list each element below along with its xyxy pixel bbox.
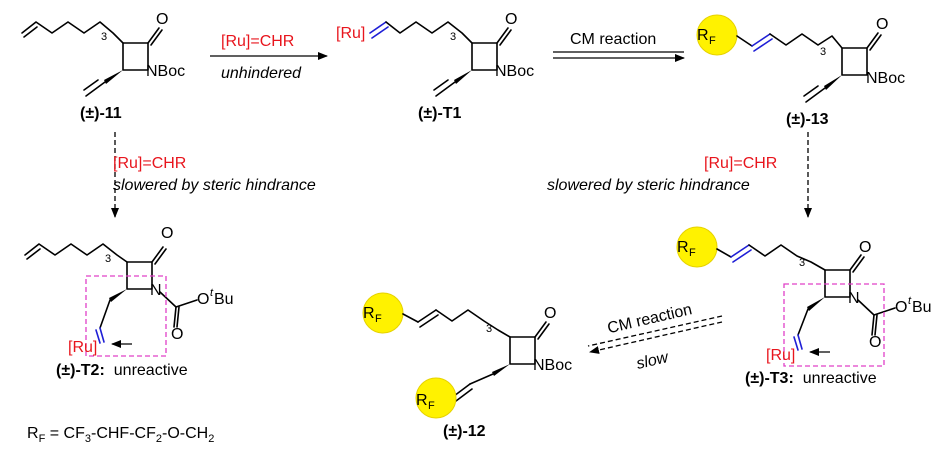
rf-f: F — [709, 35, 716, 47]
catalyst-label: [Ru]=CHR — [221, 33, 294, 50]
tbu-o-label: O — [895, 299, 907, 316]
chain-index: 3 — [799, 257, 805, 269]
oxygen-label: O — [505, 11, 517, 28]
tbu-bu-label: Bu — [912, 299, 932, 316]
rf-sphere — [415, 377, 457, 419]
compound-t1: [Ru] O NBoc 3 (±)-T1 — [336, 11, 534, 122]
chain-index: 3 — [105, 253, 111, 265]
tbu-bu-label: Bu — [214, 291, 234, 308]
oxygen-label: O — [876, 16, 888, 33]
chain-index: 3 — [450, 31, 456, 43]
slowered-label: slowered by steric hindrance — [113, 177, 316, 194]
oxygen-label: O — [544, 305, 556, 322]
rf-f: F — [689, 247, 696, 259]
arrow-cm-reaction: CM reaction — [553, 31, 685, 62]
steric-highlight-box — [783, 283, 885, 367]
nboc-label: NBoc — [146, 63, 185, 80]
arrow-left-down: [Ru]=CHR slowered by steric hindrance — [111, 132, 316, 218]
compound-13: R F O NBoc 3 (±)-13 — [696, 14, 905, 128]
arrow-slow-cm: CM reaction slow — [587, 301, 723, 373]
slow-label: slow — [635, 349, 671, 373]
rf-f: F — [375, 313, 382, 325]
rf-sphere — [362, 292, 404, 334]
chain-index: 3 — [486, 323, 492, 335]
oxygen-label: O — [156, 11, 168, 28]
arrow-right-down: [Ru]=CHR slowered by steric hindrance — [547, 132, 812, 218]
oxygen-label: O — [869, 334, 881, 351]
compound-t3: R F O N O O t Bu [Ru] 3 (±)-T3: unreacti… — [676, 226, 932, 387]
ru-label: [Ru] — [68, 339, 97, 356]
chain-index: 3 — [820, 46, 826, 58]
nitrogen-label: N — [848, 290, 860, 307]
oxygen-label: O — [161, 225, 173, 242]
nboc-label: NBoc — [533, 357, 572, 374]
tbu-t-label: t — [908, 295, 912, 307]
rf-r: R — [697, 27, 709, 44]
oxygen-label: O — [859, 239, 871, 256]
catalyst-label: [Ru]=CHR — [704, 155, 777, 172]
rf-r: R — [677, 239, 689, 256]
unhindered-label: unhindered — [221, 65, 302, 82]
nboc-label: NBoc — [495, 63, 534, 80]
catalyst-label: [Ru]=CHR — [113, 155, 186, 172]
rf-sphere — [676, 226, 718, 268]
compound-t3-caption: (±)-T3: unreactive — [745, 370, 877, 387]
rf-r: R — [416, 392, 428, 409]
compound-12: R F R F O NBoc 3 (±)-12 — [362, 292, 572, 440]
rf-definition: RF = CF3-CHF-CF2-O-CH2 — [27, 425, 214, 445]
compound-t2-caption: (±)-T2: unreactive — [56, 362, 188, 379]
tbu-o-label: O — [197, 291, 209, 308]
oxygen-label: O — [171, 326, 183, 343]
chain-index: 3 — [101, 31, 107, 43]
rf-f: F — [428, 400, 435, 412]
compound-t1-label: (±)-T1 — [418, 105, 462, 122]
compound-12-label: (±)-12 — [443, 423, 486, 440]
compound-13-label: (±)-13 — [786, 111, 829, 128]
rf-r: R — [363, 305, 375, 322]
compound-t2: O N O O t Bu [Ru] 3 (±)-T2: unreactive — [24, 225, 234, 379]
ru-label: [Ru] — [336, 25, 365, 42]
steric-highlight-box — [85, 275, 167, 357]
compound-11-label: (±)-11 — [80, 105, 122, 122]
tbu-t-label: t — [210, 287, 214, 299]
rf-sphere — [696, 14, 738, 56]
nboc-label: NBoc — [866, 70, 905, 87]
nitrogen-label: N — [150, 282, 162, 299]
compound-11: O NBoc 3 (±)-11 — [21, 11, 185, 122]
ru-label: [Ru] — [766, 347, 795, 364]
arrow-unhindered: [Ru]=CHR unhindered — [210, 33, 328, 82]
slowered-label: slowered by steric hindrance — [547, 177, 750, 194]
cm-reaction-label: CM reaction — [570, 31, 656, 48]
